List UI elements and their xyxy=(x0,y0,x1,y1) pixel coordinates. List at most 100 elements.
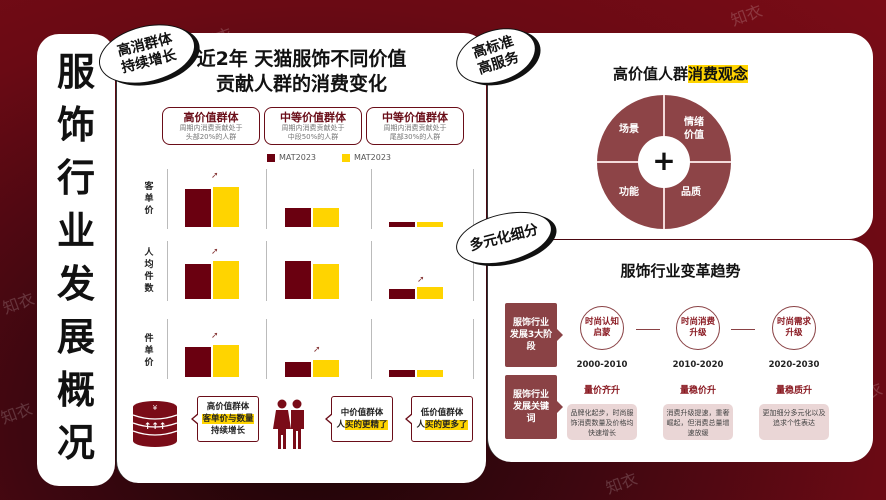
row-label: 客单价 xyxy=(144,182,154,216)
bar xyxy=(185,264,211,299)
card-title: 高价值人群消费观念 xyxy=(488,63,873,84)
bar xyxy=(185,189,211,227)
watermark: 知衣 xyxy=(0,399,35,428)
title-line: 近2年 天猫服饰不同价值 xyxy=(196,48,407,70)
bar xyxy=(389,222,415,227)
chart-legend: MAT2023 MAT2023 xyxy=(267,153,391,162)
group-desc: 周期内消费贡献处于 xyxy=(383,124,447,132)
card-title: 服饰行业变革趋势 xyxy=(620,262,741,280)
divider xyxy=(473,169,474,229)
legend-label: MAT2023 xyxy=(354,153,391,162)
title-highlight: 消费观念 xyxy=(688,65,749,83)
bar xyxy=(417,287,443,299)
bar xyxy=(185,347,211,377)
stage-desc: 消费升级提速，重奢崛起，但消费总量增速放缓 xyxy=(663,404,733,440)
consumption-change-card: 近2年 天猫服饰不同价值 贡献人群的消费变化 高价值群体 周期内消费贡献处于 头… xyxy=(116,33,486,483)
watermark: 知衣 xyxy=(603,469,640,498)
stage-desc: 更加细分多元化以及追求个性表达 xyxy=(759,404,829,440)
summary-strip: ¥ ↑↑↑ 高价值群体 客单价与数量 持续增长 中价值群体 人买的更精了 低价值… xyxy=(131,391,476,453)
legend-item: MAT2023 xyxy=(267,153,316,162)
row-label: 件单价 xyxy=(144,334,154,368)
title-char: 业 xyxy=(56,209,95,253)
title-char: 概 xyxy=(56,368,95,412)
couple-icon xyxy=(273,399,304,449)
bar xyxy=(313,264,339,299)
group-desc: 尾部30%的人群 xyxy=(389,133,441,141)
quadrant-quality: 品质 xyxy=(681,187,701,198)
quadrant-scene: 场景 xyxy=(619,124,639,135)
bar xyxy=(213,187,239,227)
divider xyxy=(167,319,168,379)
group-box-mid: 中等价值群体 周期内消费贡献处于 中段50%的人群 xyxy=(264,107,362,145)
mid-value-callout: 中价值群体 人买的更精了 xyxy=(325,396,393,442)
divider xyxy=(473,241,474,301)
callout-text: 低价值群体 xyxy=(420,408,464,418)
stage-desc: 品牌化起步，时尚服饰消费数量及价格均快速增长 xyxy=(567,404,637,440)
high-value-callout: 高价值群体 客单价与数量 持续增长 xyxy=(191,396,259,442)
quadrant-function: 功能 xyxy=(619,187,639,198)
up-arrow-icon: ➚ xyxy=(211,247,219,257)
bar xyxy=(213,261,239,299)
title-char: 行 xyxy=(56,156,95,200)
bar xyxy=(417,222,443,227)
stage-years: 2010-2020 xyxy=(672,360,724,370)
bar xyxy=(313,208,339,227)
group-headers: 高价值群体 周期内消费贡献处于 头部20%的人群 中等价值群体 周期内消费贡献处… xyxy=(162,107,464,145)
coin-stack-icon: ¥ ↑↑↑ xyxy=(132,401,178,447)
divider xyxy=(473,319,474,379)
bar xyxy=(285,362,311,377)
title-text: 高价值人群 xyxy=(612,65,688,83)
card-title: 近2年 天猫服饰不同价值 贡献人群的消费变化 xyxy=(117,47,486,97)
bar xyxy=(213,345,239,377)
title-line: 贡献人群的消费变化 xyxy=(215,73,387,95)
group-desc: 中段50%的人群 xyxy=(287,133,339,141)
bar xyxy=(417,370,443,377)
consumption-concept-card: 高价值人群消费观念 场景 情绪价值 功能 品质 + xyxy=(487,33,873,239)
low-value-callout: 低价值群体 人买的更多了 xyxy=(405,396,473,442)
divider xyxy=(371,169,372,229)
divider xyxy=(371,319,372,379)
stage-keyword: 量稳价升 xyxy=(679,386,716,396)
group-title: 高价值群体 xyxy=(183,111,239,124)
divider xyxy=(266,169,267,229)
callout-text: 中价值群体 xyxy=(340,408,384,418)
callout-highlight: 客单价与数量 xyxy=(202,414,254,424)
row-label: 人均件数 xyxy=(144,248,154,294)
stage-keyword: 量稳质升 xyxy=(775,386,812,396)
vertical-title-card: 服 饰 行 业 发 展 概 况 xyxy=(37,34,115,486)
bar xyxy=(389,370,415,377)
callout-text: 人 xyxy=(336,420,345,430)
legend-swatch xyxy=(267,153,275,162)
title-char: 展 xyxy=(56,315,95,359)
stage-years: 2020-2030 xyxy=(768,360,820,370)
stage-circle: 时尚认知启蒙 xyxy=(580,306,624,350)
callout-text: 人 xyxy=(416,420,425,430)
chart-row-avg-order-value: 客单价 ➚ xyxy=(135,169,475,229)
group-desc: 头部20%的人群 xyxy=(185,133,237,141)
up-arrow-icon: ➚ xyxy=(313,345,321,355)
divider xyxy=(266,319,267,379)
up-arrow-icon: ➚ xyxy=(211,331,219,341)
group-desc: 周期内消费贡献处于 xyxy=(281,124,345,132)
group-title: 中等价值群体 xyxy=(382,111,448,124)
stage-keyword: 量价齐升 xyxy=(583,386,620,396)
legend-item: MAT2023 xyxy=(342,153,391,162)
legend-swatch xyxy=(342,153,350,162)
bar xyxy=(285,261,311,299)
chart-row-unit-price: 件单价 ➚ ➚ xyxy=(135,319,475,379)
divider xyxy=(167,169,168,229)
legend-label: MAT2023 xyxy=(279,153,316,162)
chart-row-items-per-person: 人均件数 ➚ ➚ xyxy=(135,241,475,301)
callout-text: 高价值群体 xyxy=(206,402,250,412)
bar xyxy=(313,360,339,377)
title-char: 发 xyxy=(56,262,95,306)
watermark: 知衣 xyxy=(728,1,765,30)
divider xyxy=(371,241,372,301)
svg-text:↑↑↑: ↑↑↑ xyxy=(144,422,167,432)
group-box-high: 高价值群体 周期内消费贡献处于 头部20%的人群 xyxy=(162,107,260,145)
title-char: 服 xyxy=(56,50,95,94)
callout-highlight: 买的更多了 xyxy=(425,420,468,430)
bar xyxy=(285,208,311,227)
group-desc: 周期内消费贡献处于 xyxy=(179,124,243,132)
quadrant-emotion: 情绪价值 xyxy=(684,117,704,141)
